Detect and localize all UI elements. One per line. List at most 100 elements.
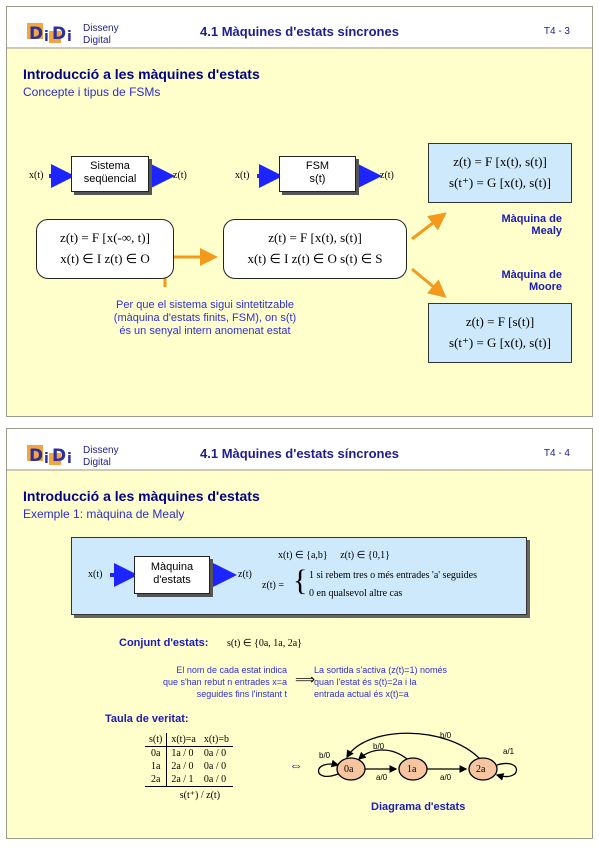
edge-label-self-2a: a/1 (503, 747, 515, 756)
state-label-2a: 2a (476, 764, 486, 775)
equivalence-icon: ⇔ (289, 757, 303, 773)
block-line2: d'estats (153, 574, 191, 586)
state-diagram (318, 732, 517, 781)
header-title: 4.1 Màquines d'estats síncrones (200, 24, 399, 39)
sequential-equation-box: z(t) = F [x(-∞, t)] x(t) ∈ I z(t) ∈ O (36, 219, 174, 279)
mealy-equation-box: z(t) = F [x(t), s(t)] s(t⁺) = G [x(t), s… (428, 143, 572, 203)
label-line1: Màquina de (501, 213, 562, 225)
state-node-1a (398, 757, 428, 781)
svg-text:i: i (44, 29, 49, 45)
header-state: s(t) (145, 733, 168, 747)
table-cell: 2a / 1 (166, 773, 200, 787)
brand-line1: Disseny (83, 445, 119, 456)
state-name-note: El nom de cada estat indica que s'han re… (127, 664, 287, 700)
truth-table: s(t) x(t)=a x(t)=b 0a 1a / 0 0a / 0 1a 2… (145, 733, 233, 802)
fsm-equation-box: z(t) = F [x(t), s(t)] x(t) ∈ I z(t) ∈ O … (223, 219, 407, 279)
states-set: s(t) ∈ {0a, 1a, 2a} (227, 638, 302, 649)
svg-text:D: D (29, 24, 43, 44)
eq-line1: z(t) = F [x(t), s(t)] (268, 230, 362, 245)
edge-label-0a-1a: a/0 (376, 773, 388, 782)
table-footer: s(t⁺) / z(t) (179, 790, 221, 801)
page-number: T4 - 3 (543, 26, 570, 37)
moore-label: Màquina de Moore (462, 269, 562, 293)
diagram-caption: Diagrama d'estats (371, 801, 466, 813)
output-note: La sortida s'activa (z(t)=1) només quan … (314, 664, 494, 700)
svg-text:D: D (29, 446, 43, 466)
table-cell: 0a / 0 (203, 748, 227, 759)
table-cell: 0a (145, 746, 168, 760)
edge-1a-0a (358, 749, 408, 760)
table-cell: 1a (145, 760, 168, 773)
table-row: 0a 1a / 0 0a / 0 (145, 746, 233, 760)
table-cell: 2a (145, 773, 168, 787)
svg-text:i: i (44, 451, 49, 467)
note-line1: Per que el sistema sigui sintetitzable (116, 299, 294, 311)
table-cell: 0a / 0 (199, 773, 233, 787)
label-line2: Mealy (531, 225, 562, 237)
eq-line1: z(t) = F [x(-∞, t)] (60, 230, 150, 245)
note-line2: que s'han rebut n entrades x=a (162, 677, 287, 687)
note-line3: és un senyal intern anomenat estat (119, 325, 291, 337)
truth-table-title: Taula de veritat: (105, 713, 189, 725)
edge-label-1a-0a: b/0 (373, 742, 385, 751)
case-zero: 0 en qualsevol altre cas (309, 588, 403, 599)
z-output-label: z(t) (238, 569, 252, 580)
x-input-label: x(t) (88, 569, 103, 580)
note-line3: entrada actual és x(t)=a (314, 689, 409, 699)
eq-line2: x(t) ∈ I z(t) ∈ O s(t) ∈ S (247, 251, 383, 266)
edge-2a-0a (346, 732, 481, 760)
header-x-a: x(t)=a (166, 733, 200, 747)
note-line2: (màquina d'estats finits, FSM), on s(t) (113, 312, 297, 324)
io-domains: x(t) ∈ {a,b} z(t) ∈ {0,1} (278, 550, 390, 561)
eq-line2: s(t⁺) = G [x(t), s(t)] (449, 335, 551, 350)
mealy-definition-box: x(t) Màquina d'estats z(t) x(t) ∈ {a,b} … (71, 537, 527, 615)
svg-text:i: i (67, 451, 72, 467)
section-subtitle: Concepte i tipus de FSMs (23, 85, 161, 99)
mealy-label: Màquina de Mealy (462, 213, 562, 237)
edge-label-2a-0a: b/0 (440, 731, 452, 740)
label-line2: Moore (529, 281, 562, 293)
slide-t4-4: D i D i Disseny Digital 4.1 Màquines d'e… (6, 428, 593, 839)
section-title: Introducció a les màquines d'estats (23, 66, 260, 82)
edge-label-self-0a: b/0 (319, 751, 331, 760)
header-title: 4.1 Màquines d'estats síncrones (200, 446, 399, 461)
table-header-row: s(t) x(t)=a x(t)=b (145, 733, 233, 747)
z-output-label: z(t) (380, 170, 394, 181)
mealy-box-arrows (110, 563, 237, 587)
eq-line2: x(t) ∈ I z(t) ∈ O (60, 251, 150, 266)
block-line1: FSM (305, 160, 330, 172)
eq-line1: z(t) = F [x(t), s(t)] (453, 154, 547, 169)
slide-t4-3: D i D i Disseny Digital 4.1 Màquines d'e… (6, 6, 593, 417)
table-row: 2a 2a / 1 0a / 0 (145, 773, 233, 787)
moore-equation-box: z(t) = F [s(t)] s(t⁺) = G [x(t), s(t)] (428, 303, 572, 363)
table-cell: 2a / 0 (171, 761, 194, 772)
sequential-system-block: Sistema seqüencial (71, 156, 149, 192)
block-line1: Sistema (90, 160, 130, 172)
state-node-0a (336, 757, 366, 781)
svg-text:i: i (67, 29, 72, 45)
case-one: 1 si rebem tres o més entrades 'a' segui… (309, 570, 477, 581)
didi-logo-icon: D i D i (27, 445, 72, 467)
note-line1: El nom de cada estat indica (176, 665, 287, 675)
brand-line2: Digital (83, 457, 111, 468)
header-x-b: x(t)=b (199, 733, 233, 747)
table-cell: 0a / 0 (203, 761, 227, 772)
z-definition: z(t) = (262, 580, 285, 591)
svg-text:D: D (52, 446, 66, 466)
eq-line2: s(t⁺) = G [x(t), s(t)] (449, 175, 551, 190)
slide-header: D i D i Disseny Digital 4.1 Màquines d'e… (7, 429, 592, 471)
slide1-arrows (49, 164, 447, 298)
brand-line2: Digital (83, 35, 111, 46)
edge-label-1a-2a: a/0 (440, 773, 452, 782)
implies-icon: ⟹ (295, 671, 316, 687)
note-line2: quan l'estat és s(t)=2a i la (314, 677, 417, 687)
section-title: Introducció a les màquines d'estats (23, 488, 260, 504)
page-number: T4 - 4 (543, 448, 570, 459)
block-line1: Màquina (150, 561, 194, 573)
brace-icon: { (293, 564, 308, 597)
synthesis-note: Per que el sistema sigui sintetitzable (… (85, 299, 325, 338)
table-cell: 1a / 0 (171, 748, 194, 759)
z-output-label: z(t) (173, 170, 187, 181)
states-label: Conjunt d'estats: (119, 637, 209, 649)
label-line1: Màquina de (501, 269, 562, 281)
